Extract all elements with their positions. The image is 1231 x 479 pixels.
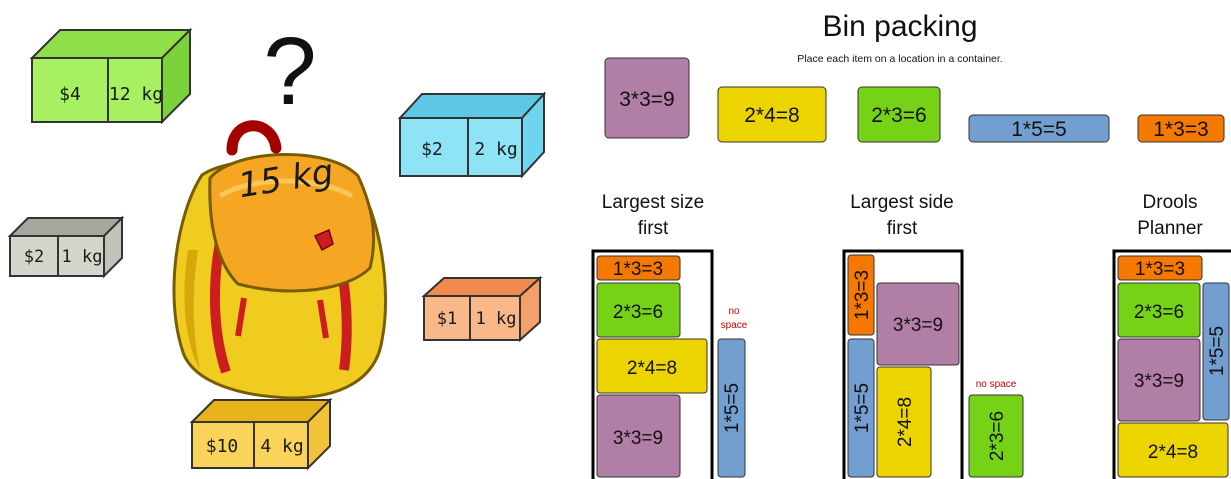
backpack-icon: 15 kg — [172, 120, 387, 400]
question-mark: ? — [263, 18, 316, 125]
knapsack-illustration: ? 15 kg $4 — [7, 18, 547, 471]
strategy-title-line1: Largest side — [850, 192, 954, 213]
strategy-title-line1: Drools — [1143, 192, 1198, 213]
item-label: 2*3=6 — [613, 302, 663, 323]
item-1x3: 1*3=3 — [1137, 114, 1225, 143]
item-label: 3*3=9 — [893, 315, 943, 336]
strategy-title-line2: first — [638, 218, 669, 239]
item-1x5: 1*5=5 — [968, 114, 1110, 143]
item-label: 2*3=6 — [1134, 302, 1184, 323]
item-label: 1*5=5 — [1207, 326, 1228, 376]
item-label: 1*3=3 — [1153, 118, 1208, 141]
box-price: $1 — [437, 309, 457, 329]
bin-packing-subtitle: Place each item on a location in a conta… — [797, 53, 1002, 65]
strategy-title-line2: first — [887, 218, 918, 239]
item-label: 2*3=6 — [987, 411, 1008, 461]
item-box: $2 2 kg — [397, 91, 547, 179]
item-box: $2 1 kg — [7, 215, 125, 279]
item-2x3: 2*3=6 — [857, 86, 941, 143]
item-label: 2*4=8 — [627, 358, 677, 379]
container-outline — [842, 249, 964, 479]
item-label: 2*4=8 — [895, 397, 916, 447]
item-3x3: 3*3=9 — [604, 57, 690, 139]
item-box: $1 1 kg — [421, 275, 543, 343]
svg-text:space: space — [721, 320, 748, 331]
bin-packing-title: Bin packing — [822, 10, 977, 43]
box-weight: 2 kg — [474, 139, 517, 160]
item-label: 1*3=3 — [613, 259, 663, 280]
no-space-label: no space — [976, 379, 1017, 390]
box-price: $10 — [206, 436, 239, 457]
box-price: $2 — [24, 247, 44, 267]
strategy-drools-planner: Drools Planner 1*3=3 2*3=6 1*5=5 3*3=9 2… — [1112, 192, 1231, 479]
item-box: $10 4 kg — [189, 397, 333, 471]
item-label: 3*3=9 — [613, 428, 663, 449]
strategy-largest-side-first: Largest side first 1*3=3 3*3=9 1*5=5 2*4… — [842, 192, 1024, 479]
item-label: 3*3=9 — [619, 88, 674, 111]
box-weight: 1 kg — [62, 247, 103, 267]
container-outline — [591, 249, 714, 479]
strategy-title-line2: Planner — [1137, 218, 1203, 239]
item-label: 2*4=8 — [1148, 442, 1198, 463]
box-weight: 1 kg — [476, 309, 517, 329]
box-price: $2 — [421, 139, 443, 160]
item-label: 3*3=9 — [1134, 371, 1184, 392]
container-outline — [1112, 249, 1231, 479]
item-label: 1*3=3 — [852, 270, 873, 320]
item-label: 1*5=5 — [852, 383, 873, 433]
item-2x4: 2*4=8 — [717, 86, 827, 143]
items-row: 3*3=9 2*4=8 2*3=6 1*5=5 1*3=3 — [604, 57, 1225, 143]
box-price: $4 — [59, 84, 81, 105]
strategy-title-line1: Largest size — [602, 192, 704, 213]
box-weight: 12 kg — [109, 84, 163, 105]
bin-packing-illustration: Bin packing Place each item on a locatio… — [591, 10, 1231, 479]
item-label: 1*5=5 — [722, 383, 743, 433]
item-label: 1*5=5 — [1011, 118, 1066, 141]
item-label: 1*3=3 — [1135, 259, 1185, 280]
item-box: $4 12 kg — [29, 27, 193, 125]
item-label: 2*3=6 — [871, 104, 926, 127]
box-weight: 4 kg — [260, 436, 303, 457]
svg-text:no: no — [728, 306, 740, 317]
item-label: 2*4=8 — [744, 104, 799, 127]
strategy-largest-size-first: Largest size first 1*3=3 2*3=6 2*4=8 3*3… — [591, 192, 748, 479]
